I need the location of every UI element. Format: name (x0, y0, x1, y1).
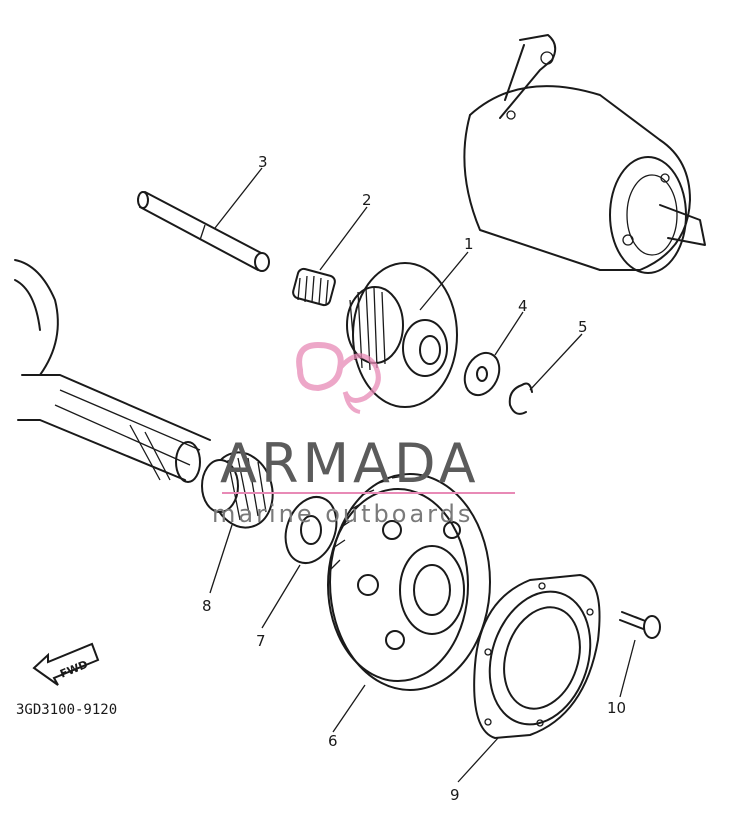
callout-9: 9 (450, 786, 460, 804)
callout-3: 3 (258, 153, 268, 171)
starter-wheel-gear-part-6 (327, 473, 491, 691)
watermark-logo (296, 341, 381, 414)
bolt-part-10 (619, 611, 661, 639)
callout-6: 6 (328, 732, 338, 750)
watermark-tagline: marine outboards (212, 500, 473, 528)
watermark-brand: ARMADA (220, 432, 480, 495)
callout-10: 10 (607, 699, 626, 717)
callout-1: 1 (464, 235, 474, 253)
circlip-part-5 (508, 382, 533, 415)
needle-bearing-part-2 (292, 267, 336, 307)
callout-7: 7 (256, 632, 266, 650)
washer-part-4 (463, 351, 501, 397)
callout-4: 4 (518, 297, 528, 315)
fwd-arrow-icon: FWD (32, 642, 100, 686)
needle-bearing-part-8 (201, 451, 274, 529)
washer-part-7 (284, 496, 338, 564)
starter-motor (463, 34, 706, 274)
callout-8: 8 (202, 597, 212, 615)
callout-5: 5 (578, 318, 588, 336)
leader-lines (209, 167, 636, 783)
callout-2: 2 (362, 191, 372, 209)
crankshaft (14, 259, 211, 483)
clutch-housing-part-9 (473, 573, 601, 740)
part-code: 3GD3100-9120 (16, 702, 117, 718)
shaft-part-3 (137, 191, 270, 272)
